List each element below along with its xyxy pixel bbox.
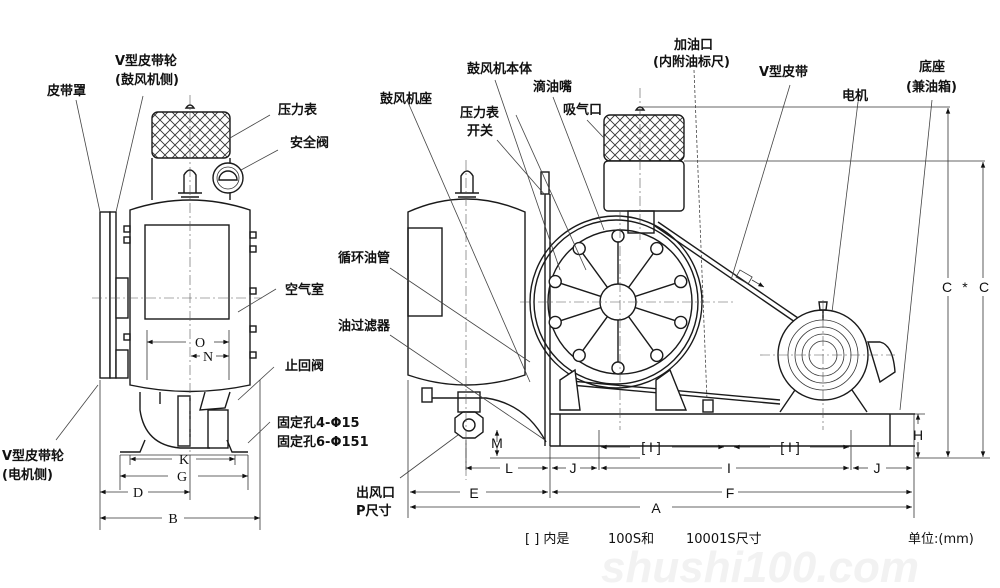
label-fix-hole-2: 固定孔6-Φ151 (277, 434, 369, 450)
label-v-pulley-blower: V型皮带轮 (115, 53, 177, 69)
impeller-spoke (634, 306, 678, 322)
impeller-spoke (580, 316, 608, 353)
dim-L: L (505, 460, 513, 476)
impeller-spoke (558, 282, 602, 298)
dim-N: N (203, 350, 213, 365)
impeller-bolt (674, 315, 688, 330)
label-oil-filter: 油过滤器 (338, 318, 391, 334)
dim-C: C (942, 279, 952, 295)
dim-C-star: * (962, 279, 968, 295)
dim-I-bracket-1: [ I ] (641, 439, 660, 455)
dim-A: A (651, 500, 661, 516)
air-filter-hatch (151, 111, 231, 159)
oil-tank (407, 198, 526, 386)
dim-G: G (177, 470, 187, 485)
dim-B: B (168, 512, 177, 527)
impeller-spoke (634, 282, 678, 298)
label-oil-fill-dipstick: (内附油标尺) (653, 54, 730, 70)
watermark: shushi100.com (601, 543, 919, 588)
label-v-pulley-blower-side: (鼓风机侧) (115, 72, 179, 88)
impeller-bolt (611, 229, 625, 243)
oil-fill-plug-icon (702, 399, 714, 413)
note-bracket: [ ] 内是 (525, 531, 569, 547)
label-pressure-gauge: 压力表 (278, 102, 318, 118)
dim-I-bracket-2: [ I ] (780, 439, 799, 455)
impeller-bolt (674, 274, 688, 289)
label-oil-circ-pipe: 循环油管 (338, 250, 390, 266)
pressure-switch-icon (540, 171, 550, 195)
note-model-1: 100S和 (608, 532, 654, 547)
impeller-bolt (548, 315, 562, 330)
dim-M: M (491, 435, 503, 451)
dim-D: D (133, 486, 143, 501)
sight-window (144, 224, 230, 320)
impeller-bolt (611, 361, 625, 375)
dim-K: K (179, 453, 189, 468)
impeller-spoke (628, 251, 656, 288)
footer-notes: [ ] 内是 100S和 10001S尺寸 单位:(mm) (525, 531, 974, 547)
label-v-belt: V型皮带 (759, 64, 808, 80)
impeller-spoke (580, 251, 608, 288)
label-oil-nozzle: 滴油嘴 (533, 79, 572, 95)
left-view: O N K G D B 皮带罩 V型皮带轮 (鼓风机侧) 压力表 (2, 53, 369, 530)
label-blower-seat: 鼓风机座 (380, 91, 432, 107)
dim-H: H (913, 427, 923, 443)
note-model-2: 10001S尺寸 (686, 532, 762, 547)
impeller-bolt (650, 241, 664, 256)
label-motor: 电机 (842, 88, 868, 104)
dim-J2: J (874, 460, 881, 476)
label-air-chamber: 空气室 (285, 282, 324, 298)
label-oil-fill: 加油口 (673, 37, 713, 53)
dim-F: F (726, 485, 735, 501)
label-blower-body: 鼓风机本体 (467, 61, 533, 77)
label-safety-valve: 安全阀 (290, 135, 329, 151)
label-outlet-p-size: P尺寸 (356, 503, 392, 519)
label-pressure-switch-2: 开关 (467, 123, 493, 139)
dim-O: O (195, 336, 205, 351)
filter-cap-icon (184, 104, 196, 109)
label-check-valve: 止回阀 (285, 358, 324, 374)
label-v-pulley-motor: V型皮带轮 (2, 448, 64, 464)
dim-J: J (570, 460, 577, 476)
label-v-pulley-motor-side: (电机侧) (2, 467, 53, 483)
tank-valve-icon (455, 170, 479, 198)
impeller-spoke (628, 316, 656, 353)
label-base: 底座 (919, 59, 945, 75)
impeller-bolt (650, 348, 664, 363)
impeller-bolt (548, 274, 562, 289)
label-base-oil-tank: (兼油箱) (906, 79, 957, 95)
label-air-inlet: 吸气口 (563, 102, 602, 118)
dim-E: E (469, 485, 478, 501)
dim-C2: C (979, 279, 989, 295)
label-outlet: 出风口 (356, 485, 395, 501)
label-fix-hole-1: 固定孔4-Φ15 (277, 415, 360, 431)
label-pressure-switch: 压力表 (460, 105, 500, 121)
belt-cover (99, 211, 111, 379)
right-view: M L J I J [ I ] [ I ] E F A H (338, 37, 990, 519)
label-belt-cover: 皮带罩 (46, 83, 86, 99)
impeller-bolt (572, 241, 586, 256)
air-inlet-filter (603, 114, 685, 162)
dim-I: I (727, 460, 731, 476)
note-unit: 单位:(mm) (908, 532, 974, 547)
outlet-nut-icon (454, 411, 484, 439)
impeller-spoke (558, 306, 602, 322)
impeller-bolt (572, 348, 586, 363)
pressure-gauge-icon (212, 162, 244, 194)
